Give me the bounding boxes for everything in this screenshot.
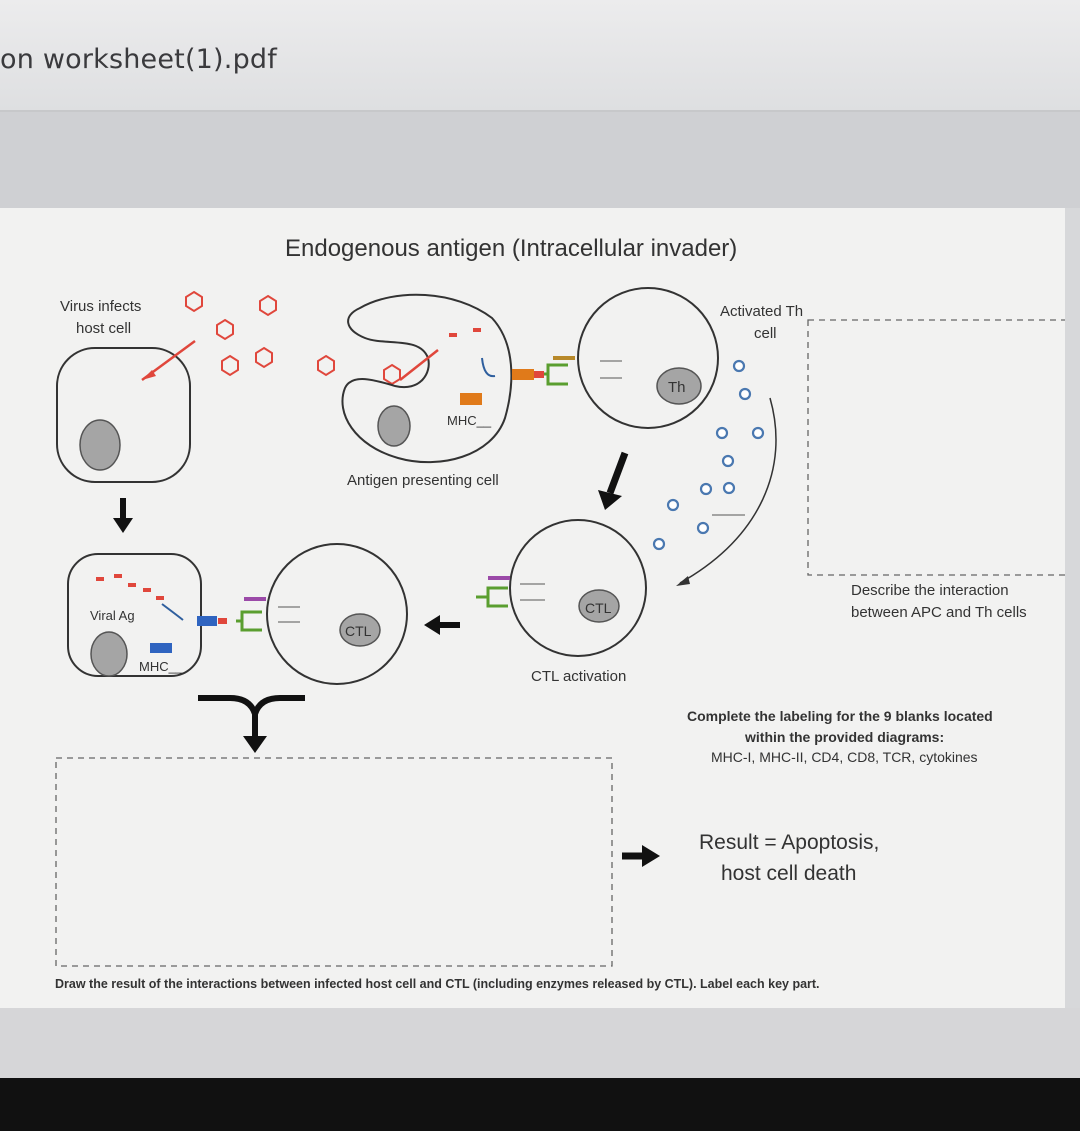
result-line-1: Result = Apoptosis, — [699, 831, 879, 854]
down-arrowhead — [113, 518, 133, 533]
infected-nucleus — [90, 631, 128, 677]
ctl-nucleus-left — [339, 613, 381, 647]
antigen-loading-arrow — [481, 357, 496, 378]
down-arrow — [606, 451, 629, 495]
immunology-diagram: Endogenous antigen (Intracellular invade… — [55, 235, 1065, 991]
viral-fragments — [96, 574, 164, 600]
describe-answer-box[interactable] — [807, 319, 1065, 576]
antigen-loading-arrow — [161, 603, 184, 621]
ctl-tcr-activation — [476, 586, 508, 608]
document-title: on worksheet(1).pdf — [0, 44, 277, 75]
label-th: Th — [668, 379, 686, 396]
host-cell — [56, 347, 191, 483]
label-activated-th: Activated Th — [720, 303, 803, 320]
th-tcr — [544, 363, 568, 386]
worksheet-footer: Draw the result of the interactions betw… — [55, 977, 820, 991]
host-cell-nucleus — [79, 419, 121, 471]
merge-arrowhead — [243, 736, 267, 753]
worksheet-heading: Endogenous antigen (Intracellular invade… — [285, 235, 737, 262]
label-ctl-right: CTL — [585, 600, 612, 616]
label-viral-ag: Viral Ag — [90, 608, 135, 623]
label-antigen-presenting-cell: Antigen presenting cell — [347, 472, 499, 489]
result-line-2: host cell death — [721, 862, 856, 885]
th-coreceptor — [553, 356, 575, 360]
down-arrowhead — [598, 490, 622, 510]
instructions-line-1: Complete the labeling for the 9 blanks l… — [687, 708, 993, 724]
ctl-cell-left — [266, 543, 408, 685]
ctl-cell-right — [509, 519, 647, 657]
phagocytosis-arrow — [399, 349, 439, 381]
right-arrowhead — [642, 845, 660, 867]
host-mhc-molecule — [150, 643, 172, 653]
worksheet-page: Endogenous antigen (Intracellular invade… — [0, 208, 1065, 1008]
instructions-line-2: within the provided diagrams: — [744, 729, 944, 745]
label-describe-2: between APC and Th cells — [851, 604, 1027, 621]
presented-peptide — [534, 371, 544, 378]
cytokine-arrowhead — [676, 576, 690, 586]
label-activated-th-cell: cell — [754, 325, 777, 342]
presented-viral-peptide — [218, 618, 227, 624]
pdf-viewer-toolbar: on worksheet(1).pdf — [0, 0, 1080, 112]
cytokines — [652, 359, 765, 551]
label-describe: Describe the interaction — [851, 582, 1009, 599]
virus-particles — [185, 290, 401, 386]
infected-host-cell — [67, 553, 202, 677]
ctl-coreceptor — [244, 597, 266, 601]
peptide-fragment — [449, 333, 457, 337]
label-host-cell: host cell — [76, 320, 131, 337]
viewer-background-bottom — [0, 1008, 1080, 1078]
th-cell-nucleus — [656, 367, 702, 405]
label-virus-infects: Virus infects — [60, 298, 141, 315]
instructions-line-3: MHC-I, MHC-II, CD4, CD8, TCR, cytokines — [711, 749, 978, 765]
left-arrowhead — [424, 615, 440, 635]
viewer-background — [0, 112, 1080, 208]
antigen-presenting-cell — [341, 293, 513, 464]
label-mhc-apc: MHC__ — [447, 413, 492, 428]
ctl-tcr — [236, 610, 262, 632]
th-cell — [577, 287, 719, 429]
label-ctl-left: CTL — [345, 623, 372, 639]
apc-nucleus — [377, 405, 411, 447]
label-ctl-activation: CTL activation — [531, 668, 626, 685]
screen-bezel — [0, 1078, 1080, 1131]
apc-mhc-complex — [512, 369, 534, 380]
virus-entry-arrowhead — [142, 370, 156, 380]
ctl-coreceptor-activation — [488, 576, 510, 580]
apc-mhc-molecule — [460, 393, 482, 405]
draw-answer-box[interactable] — [55, 757, 613, 967]
ctl-nucleus-right — [578, 589, 620, 623]
peptide-fragment — [473, 328, 481, 332]
label-mhc-host: MHC__ — [139, 659, 184, 674]
host-mhc-complex — [197, 616, 217, 626]
cytokine-arrow — [679, 397, 777, 584]
merge-arrow — [198, 695, 305, 725]
